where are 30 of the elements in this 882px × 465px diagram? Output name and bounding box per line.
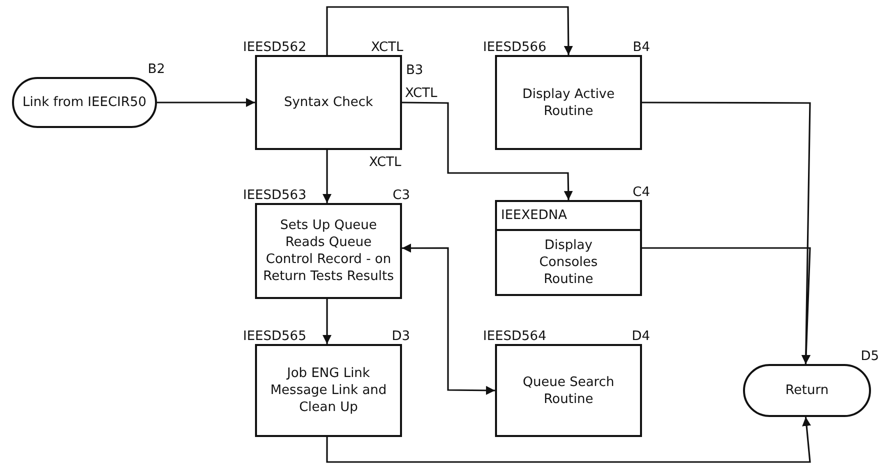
- grid-reference: D3: [392, 329, 410, 344]
- module-name: IEESD565: [243, 329, 306, 344]
- module-name: IEESD564: [483, 329, 546, 344]
- module-name: IEESD563: [243, 188, 306, 203]
- process-text: Job ENG Link Message Link and Clean Up: [269, 365, 388, 416]
- process-text: Display Active Routine: [521, 86, 616, 120]
- arrow: [326, 6, 573, 55]
- arrow: [326, 416, 812, 463]
- module-name: IEESD562: [243, 40, 306, 55]
- module-name: IEESD566: [483, 40, 546, 55]
- grid-reference: C4: [632, 185, 650, 200]
- grid-reference: D4: [632, 329, 650, 344]
- process-text: Queue Search Routine: [522, 374, 616, 408]
- arrow: [402, 102, 573, 200]
- grid-reference: B4: [632, 40, 650, 55]
- terminal-text: Link from IEECIR50: [22, 94, 146, 111]
- terminal-text: Return: [785, 382, 829, 399]
- arrow: [322, 299, 332, 344]
- module-name: IEEXEDNA: [501, 208, 568, 223]
- grid-reference: B3: [406, 63, 424, 78]
- arrow: [402, 244, 495, 395]
- arrow: [157, 98, 255, 107]
- grid-reference: C3: [392, 188, 410, 203]
- process-text: Sets Up Queue Reads Queue Control Record - on Return Tests Results: [263, 217, 394, 285]
- process-text: Syntax Check: [284, 94, 374, 111]
- grid-reference: D5: [860, 349, 879, 364]
- arrow: [642, 247, 811, 364]
- process-text: Display Consoles Routine: [538, 237, 599, 288]
- grid-reference: B2: [148, 62, 165, 77]
- arrow: [322, 150, 332, 203]
